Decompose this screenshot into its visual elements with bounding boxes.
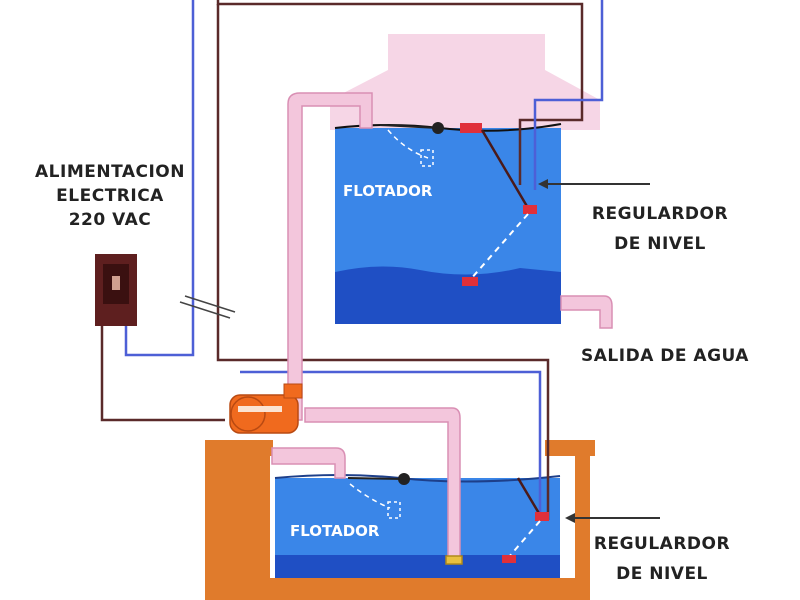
- water-outlet-label: SALIDA DE AGUA: [581, 346, 749, 366]
- blue-wire-right: [533, 0, 604, 190]
- power-label-line3: 220 VAC: [68, 210, 152, 230]
- lower-regulator-line2: DE NIVEL: [616, 564, 708, 584]
- lower-regulator-line1: REGULARDOR: [593, 534, 731, 554]
- upper-float-label: FLOTADOR: [343, 182, 433, 200]
- blue-wire-left: [124, 0, 195, 357]
- switch-box: [95, 254, 137, 326]
- pump-outlet-pipe: [304, 407, 461, 561]
- upper-regulator-line1: REGULARDOR: [591, 204, 729, 224]
- upper-level-regulator: [460, 123, 537, 286]
- control-wiring: [100, 0, 604, 520]
- dark-wire-down: [216, 4, 550, 520]
- pointer-arrows: [538, 179, 660, 523]
- upper-regulator-label: REGULARDOR DE NIVEL: [575, 202, 745, 256]
- upper-tank-roof: [330, 34, 600, 130]
- suction-pipe: [271, 447, 346, 479]
- lower-regulator-label: REGULARDOR DE NIVEL: [577, 532, 747, 586]
- power-label-line2: ELECTRICA: [56, 186, 164, 206]
- dark-wire-pump: [100, 302, 225, 422]
- lower-cistern-ground: [205, 440, 595, 600]
- lower-float-label: FLOTADOR: [290, 522, 380, 540]
- water-outlet-pipe: [560, 295, 613, 329]
- power-label-line1: ALIMENTACION: [35, 162, 185, 182]
- power-supply-label: ALIMENTACION ELECTRICA 220 VAC: [20, 160, 200, 232]
- upper-tank: [334, 123, 562, 324]
- dark-wire-top-loop: [216, 0, 584, 185]
- pump: [229, 383, 303, 434]
- lower-float-switch: [347, 473, 410, 519]
- upper-regulator-line2: DE NIVEL: [614, 234, 706, 254]
- blue-wire-lower: [240, 370, 542, 515]
- lower-level-regulator: [502, 477, 549, 563]
- upper-float-switch: [379, 122, 444, 167]
